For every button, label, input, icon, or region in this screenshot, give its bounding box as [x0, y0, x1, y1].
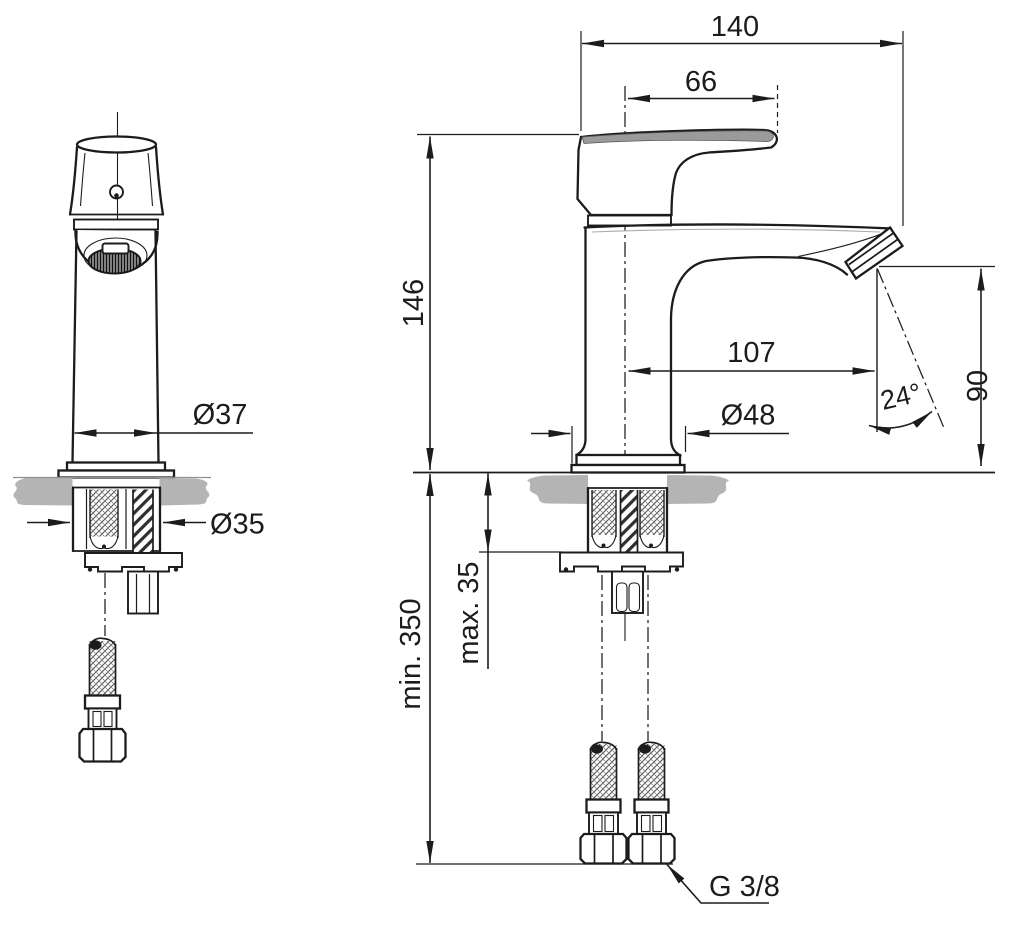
label-connection-thread: G 3/8	[709, 871, 780, 903]
side-supply-hose-right	[627, 741, 676, 865]
dim-handle-length: 66	[628, 66, 779, 133]
dim-spout-height: 146	[398, 133, 579, 470]
label-body-diameter: Ø37	[193, 399, 248, 431]
front-aerator	[74, 229, 159, 275]
dim-outlet-height: 90	[879, 265, 995, 466]
side-body-spout	[570, 223, 905, 474]
dim-deck-thickness: max. 35	[453, 473, 562, 669]
front-supply-hose	[78, 637, 127, 763]
label-spout-reach: 107	[727, 337, 775, 369]
dim-spout-reach: 107	[628, 337, 875, 375]
dim-body-diameter: Ø37	[74, 399, 253, 437]
label-base-diameter: Ø48	[721, 400, 776, 432]
handle-top-shade	[581, 130, 774, 144]
front-view: Ø37 Ø35	[13, 112, 265, 763]
side-dimensions: 140 66 146 107 Ø48	[395, 11, 995, 904]
front-body	[57, 229, 176, 479]
dim-spout-angle: 24°	[868, 268, 946, 435]
side-view: 140 66 146 107 Ø48	[395, 11, 995, 904]
front-shank	[71, 486, 162, 553]
label-hose-length: min. 350	[395, 598, 427, 709]
handle-indicator-dot	[109, 184, 124, 200]
dim-base-diameter: Ø48	[531, 400, 789, 464]
side-shank	[586, 486, 669, 554]
front-dimensions: Ø37 Ø35	[27, 399, 265, 541]
label-outlet-height: 90	[962, 370, 994, 402]
front-handle	[68, 135, 165, 231]
label-spout-height: 146	[398, 279, 430, 327]
side-countertop	[413, 471, 995, 504]
label-spout-angle: 24°	[878, 377, 925, 415]
dim-hose-length: min. 350	[395, 474, 673, 865]
dim-connection-thread: G 3/8	[666, 863, 780, 904]
front-countertop	[13, 476, 211, 506]
side-handle	[576, 128, 779, 227]
dim-overall-depth: 140	[580, 11, 904, 226]
front-mounting-nut	[84, 552, 183, 615]
label-handle-length: 66	[685, 66, 717, 98]
label-shank-diameter: Ø35	[210, 509, 265, 541]
dim-shank-diameter: Ø35	[27, 509, 265, 541]
spout-outlet	[843, 225, 905, 281]
label-overall-depth: 140	[711, 11, 759, 43]
side-mounting-nut	[559, 551, 684, 641]
label-deck-thickness: max. 35	[453, 561, 485, 664]
side-supply-hose-left	[579, 741, 628, 865]
